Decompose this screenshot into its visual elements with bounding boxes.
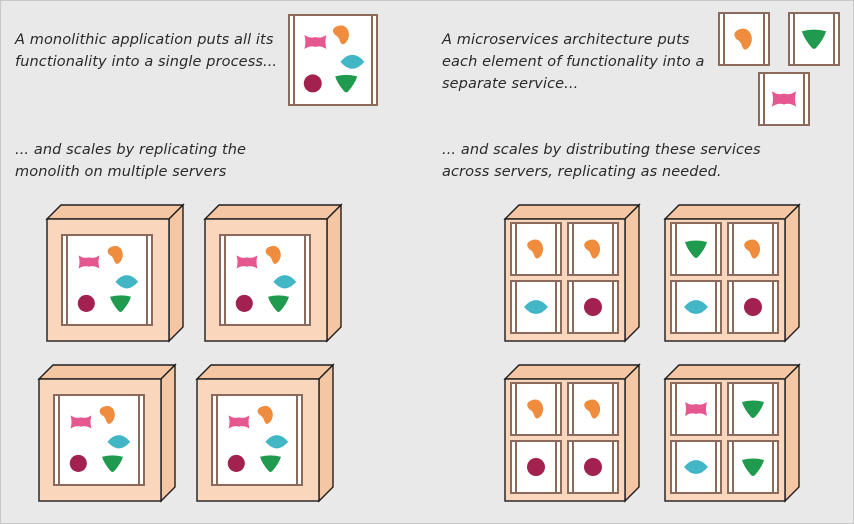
teal-diamond-icon (684, 460, 708, 474)
pink-bowtie-icon (304, 35, 327, 49)
microservice-process (567, 222, 619, 276)
pink-bowtie-icon (228, 415, 250, 429)
green-triangle-icon (742, 458, 764, 476)
orange-bean-icon (99, 405, 115, 424)
monolith-process (288, 14, 378, 106)
microservice-process (727, 222, 779, 276)
green-triangle-icon (685, 240, 707, 258)
microservice-process (567, 382, 619, 436)
pink-bowtie-icon (771, 91, 797, 107)
microservice-process (727, 382, 779, 436)
orange-bean-icon (265, 245, 281, 264)
crimson-circle-icon (235, 294, 253, 312)
microservice-process (567, 280, 619, 334)
microservice-process (718, 12, 770, 66)
pink-bowtie-icon (78, 255, 100, 269)
orange-bean-icon (257, 405, 273, 424)
monolith-process (211, 394, 303, 486)
teal-diamond-icon (265, 435, 289, 449)
green-triangle-icon (268, 295, 289, 312)
server-box (203, 203, 343, 343)
orange-bean-icon (734, 28, 752, 50)
crimson-circle-icon (584, 298, 602, 316)
pink-bowtie-icon (236, 255, 258, 269)
green-triangle-icon (801, 29, 827, 49)
crimson-circle-icon (584, 458, 602, 476)
green-triangle-icon (260, 455, 281, 472)
green-triangle-icon (102, 455, 123, 472)
server-box (37, 363, 177, 503)
crimson-circle-icon (227, 454, 245, 472)
microservice-process (510, 440, 562, 494)
crimson-circle-icon (69, 454, 87, 472)
teal-diamond-icon (115, 275, 139, 289)
microservice-process (758, 72, 810, 126)
microservice-process (510, 222, 562, 276)
teal-diamond-icon (684, 300, 708, 314)
monolith-process (53, 394, 145, 486)
microservice-process (670, 382, 722, 436)
green-triangle-icon (335, 74, 358, 93)
microservices-scaling-caption: ... and scales by distributing these ser… (442, 142, 761, 180)
microservice-process (788, 12, 840, 66)
microservice-process (727, 280, 779, 334)
pink-bowtie-icon (70, 415, 92, 429)
server-box (503, 203, 641, 343)
orange-bean-icon (527, 399, 544, 419)
orange-bean-icon (584, 239, 601, 259)
microservice-process (510, 382, 562, 436)
microservice-process (727, 440, 779, 494)
microservice-process (670, 222, 722, 276)
microservice-process (567, 440, 619, 494)
teal-diamond-icon (107, 435, 131, 449)
crimson-circle-icon (303, 74, 322, 93)
teal-diamond-icon (524, 300, 548, 314)
pink-bowtie-icon (685, 402, 707, 416)
orange-bean-icon (744, 239, 761, 259)
monolith-process (61, 234, 153, 326)
server-box (45, 203, 185, 343)
microservices-process-caption: A microservices architecture puts each e… (442, 32, 705, 92)
monolith-process-caption: A monolithic application puts all its fu… (15, 32, 278, 70)
green-triangle-icon (110, 295, 131, 312)
server-box (503, 363, 641, 503)
crimson-circle-icon (77, 294, 95, 312)
microservice-process (510, 280, 562, 334)
server-box (663, 363, 801, 503)
crimson-circle-icon (744, 298, 762, 316)
orange-bean-icon (527, 239, 544, 259)
green-triangle-icon (742, 400, 764, 418)
server-box (195, 363, 335, 503)
monolith-process (219, 234, 311, 326)
orange-bean-icon (584, 399, 601, 419)
crimson-circle-icon (527, 458, 545, 476)
teal-diamond-icon (273, 275, 297, 289)
server-box (663, 203, 801, 343)
orange-bean-icon (107, 245, 123, 264)
microservice-process (670, 440, 722, 494)
teal-diamond-icon (340, 54, 365, 69)
monolith-scaling-caption: ... and scales by replicating the monoli… (15, 142, 247, 180)
orange-bean-icon (333, 25, 349, 45)
microservice-process (670, 280, 722, 334)
